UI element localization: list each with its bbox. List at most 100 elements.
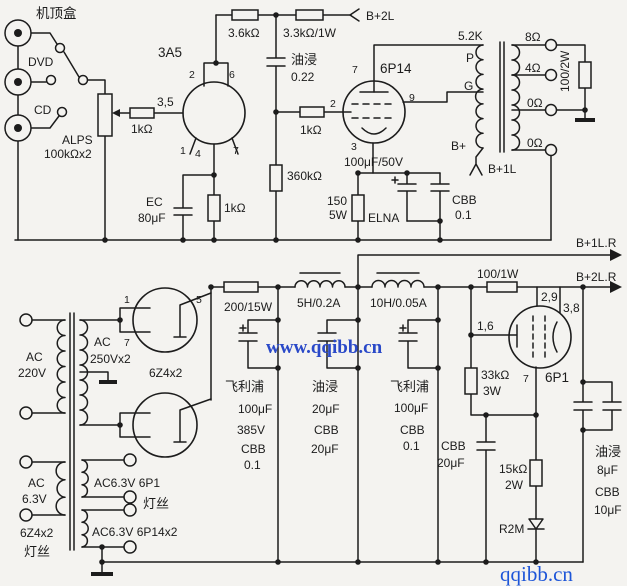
filter-cap3: [398, 319, 439, 369]
v2-pin9: 9: [409, 92, 415, 104]
tube-6p1-envelope: [508, 305, 572, 369]
alps-pot-body: [97, 93, 113, 137]
ec-value: 80μF: [138, 211, 166, 225]
cap1-value: 100μF: [238, 402, 272, 416]
opt-impedance: 5.2K: [458, 29, 483, 43]
b2l-input-arrow: [349, 8, 360, 22]
fil-c-terminal-1: [123, 503, 137, 517]
6z4a-plates: [119, 307, 151, 333]
r-cath-b: 5W: [329, 208, 348, 222]
reg-r-b: 3W: [483, 384, 502, 398]
reg-pin16: 1,6: [477, 319, 494, 333]
arrows: [112, 109, 622, 293]
choke1-coil: [294, 280, 346, 288]
ground-symbols: [91, 118, 595, 576]
fil-a-terminal-1: [19, 455, 33, 469]
resistor-cath-1k: [207, 194, 221, 222]
c-couple-value: 0.22: [291, 70, 315, 84]
sec-0ohm-a: 0Ω: [527, 96, 543, 110]
opt-tap-b: B+: [451, 139, 466, 153]
fil-a-4: 灯丝: [24, 544, 50, 559]
v1-pin1: 1: [180, 145, 186, 157]
c-cath-label: 100μF/50V: [344, 155, 403, 169]
pot-wiper-arrow: [112, 109, 120, 117]
cap1-cbb-value: 0.1: [244, 458, 261, 472]
pot-brand-label: ALPS: [62, 133, 93, 147]
speaker-tap-0ohm-a: [544, 103, 558, 117]
plus-sign: [391, 176, 399, 184]
coupling-cap: [266, 14, 286, 113]
6z4b-plates: [119, 412, 151, 438]
r-input-label: 1kΩ: [131, 122, 153, 136]
6p1-plate: [552, 321, 558, 353]
reg-bleed-a: 15kΩ: [499, 462, 527, 476]
resistor-100-2w: [578, 61, 592, 89]
v2-pin3: 3: [351, 141, 357, 153]
fil-b-terminal-1: [123, 453, 137, 467]
v1-tube-label: 3A5: [158, 45, 182, 60]
resistor-150-5w: [351, 194, 365, 222]
c-cath2a: CBB: [452, 193, 477, 207]
opt-primary-coil: [474, 44, 484, 149]
watermark-center: www.qqibb.cn: [266, 337, 383, 358]
cap4-cbb: CBB: [595, 485, 620, 499]
6z4b-cathode: [173, 398, 212, 443]
fil-b-label: AC6.3V 6P1: [94, 476, 160, 490]
tube-6p14-envelope: [342, 80, 406, 144]
sec-0ohm-b: 0Ω: [527, 136, 543, 150]
r-leak-label: 360kΩ: [287, 169, 322, 183]
tubes: [132, 80, 572, 458]
r-screen-label: 100/1W: [477, 267, 519, 281]
r-filter-label: 200/15W: [224, 300, 273, 314]
resistor-3k6: [231, 9, 259, 21]
fil-b-terminal-2: [123, 490, 137, 504]
speaker-tap-0ohm-b: [544, 143, 558, 157]
cap3-brand: 飞利浦: [390, 379, 429, 394]
fil-c-coil: [81, 509, 89, 548]
jack-dvd-label: DVD: [28, 55, 54, 69]
resistor-15k: [529, 459, 543, 487]
fil-c-terminal-2: [123, 540, 137, 554]
speaker-tap-8ohm: [544, 38, 558, 52]
resistors: [97, 9, 592, 487]
wiring: [14, 8, 622, 575]
cap1-cbb: CBB: [241, 442, 266, 456]
resistor-200-15w: [223, 281, 259, 293]
3a5-filament-stubs: [189, 137, 239, 155]
b1lr-arrow: [610, 249, 622, 261]
hv-b: 250Vx2: [90, 352, 131, 366]
fil-b-coil: [81, 459, 89, 498]
v1-pin6: 6: [229, 69, 235, 81]
resistor-grid-1k: [299, 106, 325, 118]
b1l-arrow-symbol: [469, 147, 484, 176]
choke2-coil: [371, 279, 425, 288]
mains-terminal-a: [19, 313, 33, 327]
junction-dots: [99, 12, 588, 565]
fil-c-label: AC6.3V 6P14x2: [92, 525, 178, 539]
opt-secondary-coil: [511, 44, 521, 151]
rect-pin5: 5: [196, 294, 202, 306]
mains-terminal-b: [19, 406, 33, 420]
v2-pin7: 7: [352, 64, 358, 76]
c-cath2b: 0.1: [455, 208, 472, 222]
pot-value-label: 100kΩx2: [44, 147, 92, 161]
reg-r-a: 33kΩ: [481, 368, 509, 382]
r-grid2-label: 1kΩ: [300, 123, 322, 137]
resistor-3k3: [295, 9, 324, 21]
b1lr-label: B+1L.R: [576, 236, 617, 250]
cap2-type: 油浸: [312, 379, 338, 394]
cath-cbb-cap: [430, 172, 450, 222]
resistor-100-1w: [486, 281, 518, 293]
opt-core: [499, 41, 505, 153]
fil-a-coil: [55, 461, 66, 516]
mains-a: AC: [26, 350, 43, 364]
jack-pins: [14, 29, 22, 132]
fil-a-2: 6.3V: [22, 492, 47, 506]
r-out-label: 100/2W: [558, 50, 572, 92]
choke2-label: 10H/0.05A: [370, 296, 427, 310]
b1lr-rail: [357, 254, 613, 288]
r-plate-label: 3.6kΩ: [228, 26, 260, 40]
cap2-cbb: CBB: [314, 423, 339, 437]
